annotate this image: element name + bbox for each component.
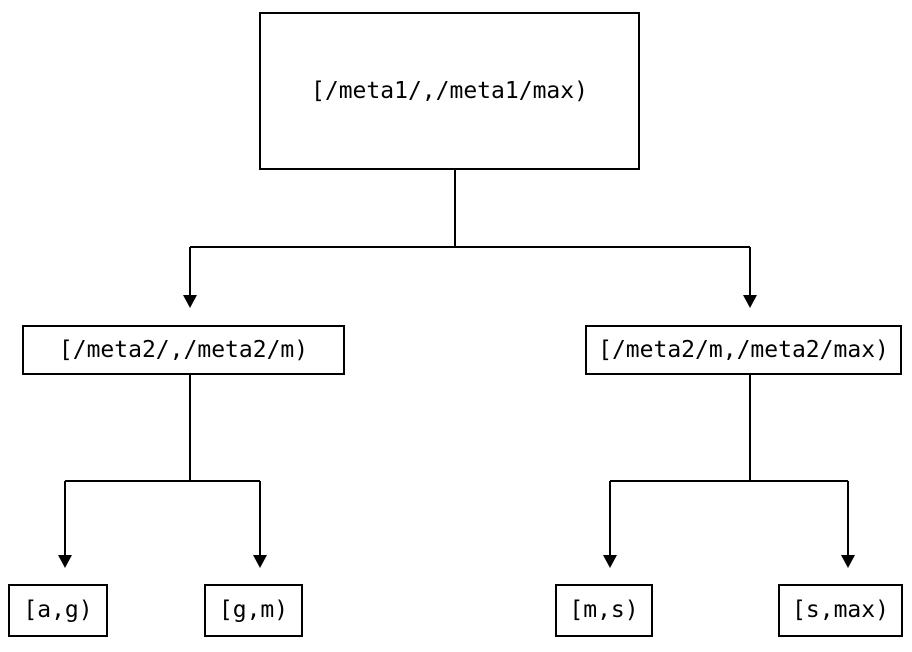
arrowhead-down-icon <box>253 555 267 568</box>
node-leaf-gm: [g,m) <box>204 584 303 637</box>
node-right-child: [/meta2/m,/meta2/max) <box>585 325 902 375</box>
node-root: [/meta1/,/meta1/max) <box>259 12 640 170</box>
node-leaf-ag: [a,g) <box>8 584 108 637</box>
arrowhead-down-icon <box>183 295 197 308</box>
node-leaf-ag-label: [a,g) <box>23 597 93 623</box>
node-leaf-smax-label: [s,max) <box>792 597 889 623</box>
arrowhead-down-icon <box>603 555 617 568</box>
edge-left-branch <box>64 375 261 555</box>
node-right-child-label: [/meta2/m,/meta2/max) <box>598 336 889 363</box>
arrowhead-down-icon <box>841 555 855 568</box>
arrowhead-down-icon <box>58 555 72 568</box>
node-leaf-gm-label: [g,m) <box>218 597 289 623</box>
edge-root-branch <box>189 170 751 295</box>
node-root-label: [/meta1/,/meta1/max) <box>311 77 588 104</box>
arrowhead-down-icon <box>743 295 757 308</box>
node-left-child-label: [/meta2/,/meta2/m) <box>58 336 309 363</box>
node-leaf-ms-label: [m,s) <box>569 597 639 623</box>
node-left-child: [/meta2/,/meta2/m) <box>22 325 345 375</box>
node-leaf-ms: [m,s) <box>555 584 653 637</box>
node-leaf-smax: [s,max) <box>778 584 903 637</box>
edge-right-branch <box>609 375 849 555</box>
